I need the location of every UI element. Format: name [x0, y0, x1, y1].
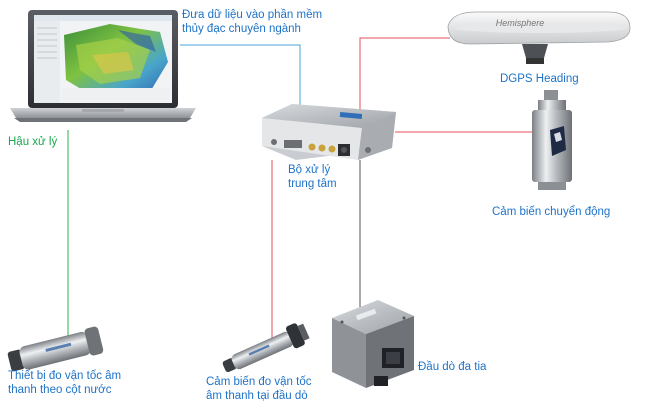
svp-probe-image [7, 326, 104, 372]
label-processor: Bộ xử lý trung tâm [288, 163, 337, 191]
label-svp-line1: Thiết bị đo vận tốc âm [8, 370, 122, 382]
label-svs-line1: Cảm biến đo vận tốc [206, 376, 312, 388]
multibeam-image [332, 300, 414, 388]
gps-antenna-image: Hemisphere [447, 11, 631, 64]
label-motion: Cảm biến chuyển động [492, 206, 611, 218]
label-postprocess: Hậu xử lý [8, 136, 58, 148]
label-svs: Cảm biến đo vận tốc âm thanh tại đầu dò [206, 375, 311, 403]
connection-lines [67, 37, 538, 340]
motion-sensor-image [532, 90, 572, 190]
label-processor-line1: Bộ xử lý [288, 164, 331, 176]
label-svp: Thiết bị đo vận tốc âm thanh theo cột nư… [8, 369, 121, 397]
line-software [180, 44, 301, 107]
processor-image [262, 104, 396, 160]
laptop-image [10, 10, 196, 122]
connector-ports [271, 139, 371, 156]
label-processor-line2: trung tâm [288, 178, 337, 190]
label-svp-line2: thanh theo cột nước [8, 384, 112, 396]
label-software-line2: thủy đạc chuyên ngành [182, 23, 301, 35]
gps-brand: Hemisphere [496, 18, 545, 28]
label-svs-line2: âm thanh tại đầu dò [206, 390, 308, 402]
line-gps [359, 37, 450, 118]
label-software: Đưa dữ liệu vào phần mềm thủy đạc chuyên… [182, 8, 322, 36]
label-multibeam: Đầu dò đa tia [418, 361, 487, 373]
svs-sensor-image [222, 323, 310, 373]
label-software-line1: Đưa dữ liệu vào phần mềm [182, 9, 323, 21]
label-gps: DGPS Heading [500, 73, 579, 85]
